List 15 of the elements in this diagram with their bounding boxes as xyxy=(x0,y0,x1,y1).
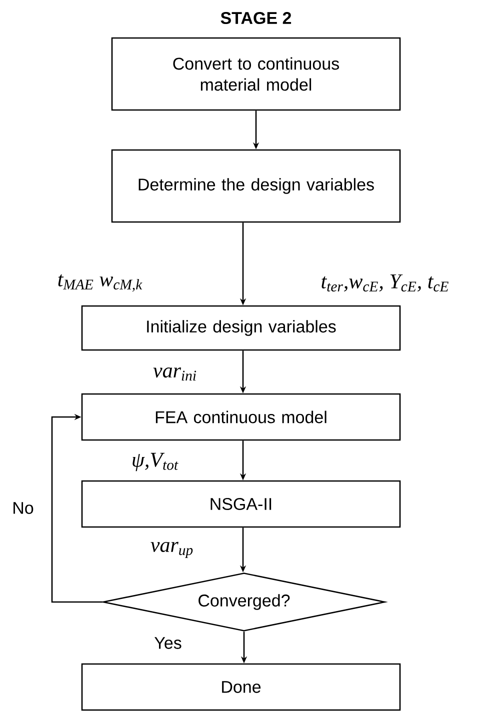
process-box: Done xyxy=(81,663,401,711)
process-box: Convert to continuous material model xyxy=(111,37,401,111)
edge-label: var$_{up}$ xyxy=(150,542,193,558)
edge-label: t$_{MAE}$ w$_{cM,k}$ xyxy=(58,274,142,292)
process-box: FEA continuous model xyxy=(81,393,401,441)
edge-label: Yes xyxy=(154,637,182,649)
edge-label: No xyxy=(14,502,34,514)
process-box: Determine the design variables xyxy=(111,149,401,223)
title: STAGE 2 xyxy=(220,12,292,24)
variable-label: t$_{ter}$,w$_{cE}$, Y$_{cE}$, t$_{cE}$ xyxy=(322,274,448,292)
process-box: NSGA-II xyxy=(81,480,401,528)
edge-label: ψ,V$_{tot}$ xyxy=(132,452,178,472)
process-box: Initialize design variables xyxy=(81,305,401,351)
arrow xyxy=(51,414,102,603)
edge-label: var$_{ini}$ xyxy=(153,368,196,380)
